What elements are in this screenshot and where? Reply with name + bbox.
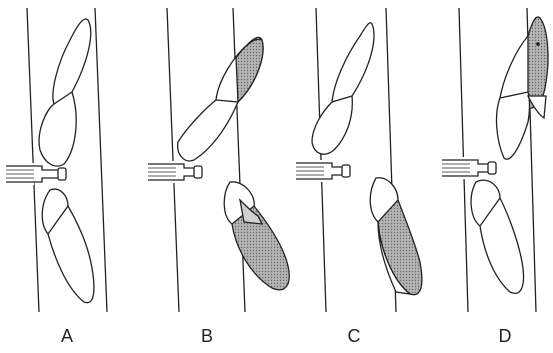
panel-a-lower-tooth [42,189,94,303]
panel-b-lower-tooth [224,182,289,290]
panel-d [442,8,548,312]
panel-b-implant [148,161,202,183]
panel-label-b: B [201,326,213,347]
panel-d-implant [442,157,496,179]
panel-a-right-line [95,8,107,312]
panel-c-lower-tooth [370,178,422,295]
panel-c [296,8,422,312]
panel-a-upper-tooth [39,19,91,166]
panel-d-upper-tooth [497,17,548,159]
panel-c-upper-tooth [312,23,374,154]
panel-label-d: D [499,326,512,347]
panel-label-a: A [61,326,73,347]
panel-b-upper-tooth [178,37,263,161]
panel-b-left-line [167,8,179,312]
panel-b [148,8,289,312]
panel-label-c: C [348,326,361,347]
panel-c-implant [296,160,350,182]
panel-a [6,8,107,312]
panel-a-left-line [27,8,39,312]
panel-d-lower-tooth [471,180,523,293]
